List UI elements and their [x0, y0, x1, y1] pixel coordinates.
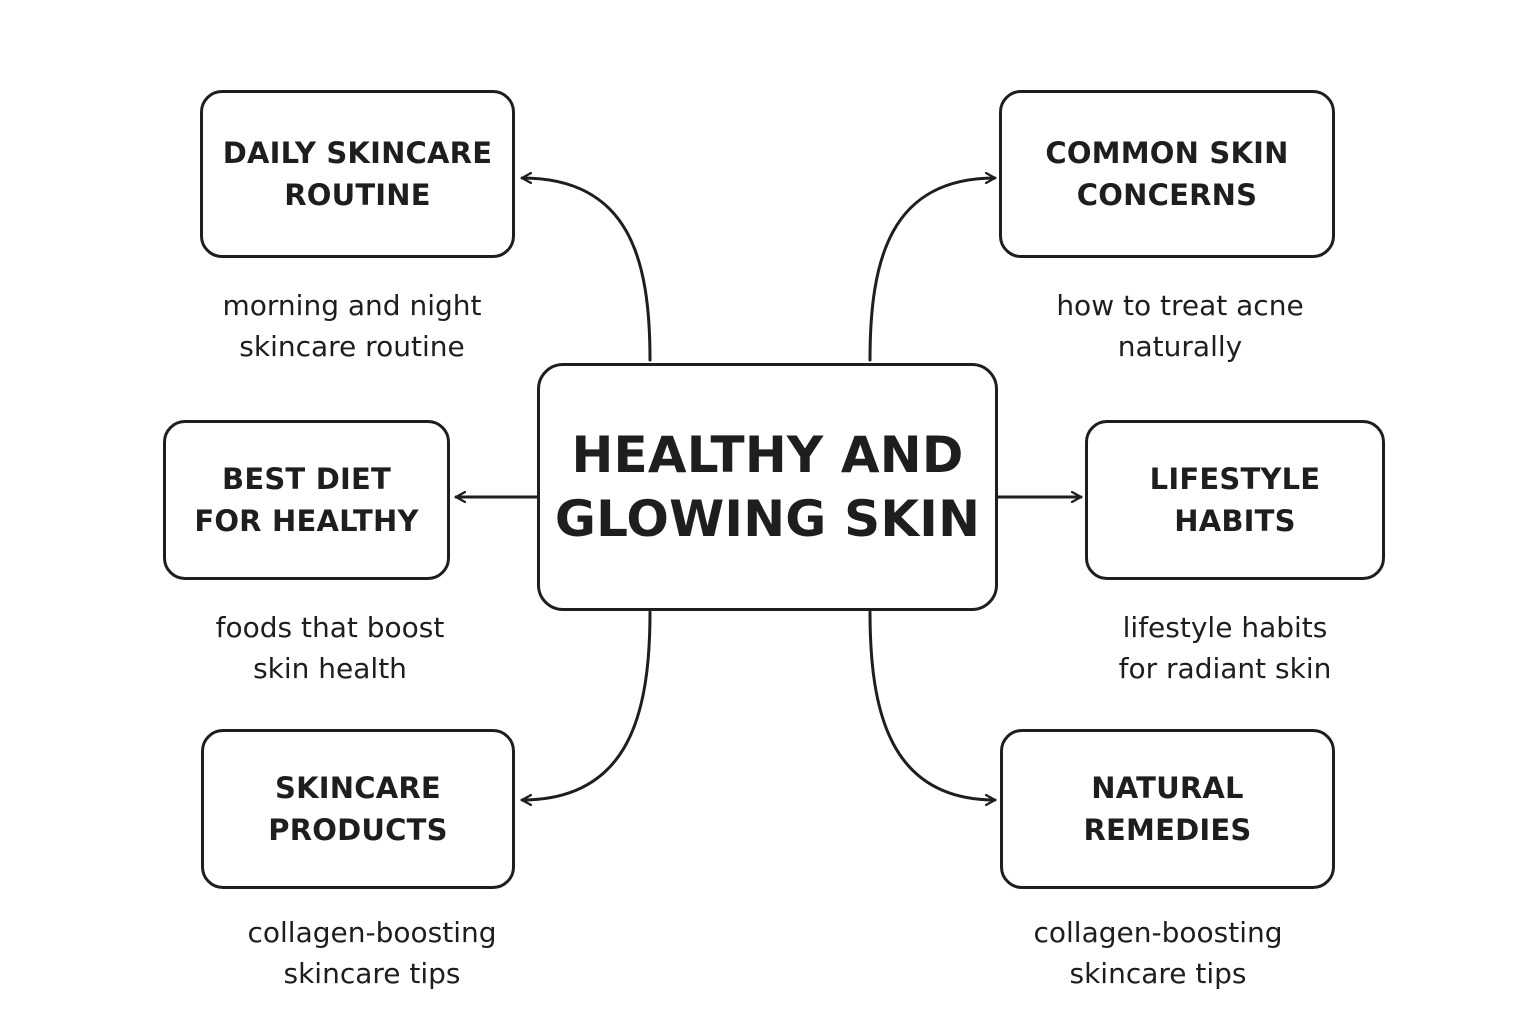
- node-title: LIFESTYLE HABITS: [1149, 462, 1321, 538]
- node-title: DAILY SKINCARE ROUTINE: [222, 136, 493, 212]
- node-caption: foods that boost skin health: [215, 611, 445, 685]
- node-title: SKINCARE PRODUCTS: [268, 771, 448, 847]
- node-caption: morning and night skincare routine: [222, 289, 482, 363]
- node-common-skin-concerns: COMMON SKIN CONCERNS: [999, 90, 1335, 258]
- node-caption: collagen-boosting skincare tips: [1033, 916, 1283, 990]
- node-daily-skincare-routine: DAILY SKINCARE ROUTINE: [200, 90, 515, 258]
- node-best-diet: BEST DIET FOR HEALTHY: [163, 420, 450, 580]
- connector-to-skincare-products: [520, 610, 652, 800]
- node-title: NATURAL REMEDIES: [1083, 771, 1252, 847]
- node-skincare-products: SKINCARE PRODUCTS: [201, 729, 515, 889]
- center-node: HEALTHY AND GLOWING SKIN: [537, 363, 998, 611]
- node-caption: collagen-boosting skincare tips: [247, 916, 497, 990]
- connector-to-daily-skincare-routine: [520, 178, 652, 362]
- connector-to-natural-remedies: [868, 610, 997, 800]
- node-title: COMMON SKIN CONCERNS: [1045, 136, 1289, 212]
- node-natural-remedies: NATURAL REMEDIES: [1000, 729, 1335, 889]
- node-lifestyle-habits: LIFESTYLE HABITS: [1085, 420, 1385, 580]
- center-node-title: HEALTHY AND GLOWING SKIN: [554, 426, 981, 548]
- node-caption: how to treat acne naturally: [1056, 289, 1304, 363]
- node-caption: lifestyle habits for radiant skin: [1118, 611, 1332, 685]
- node-title: BEST DIET FOR HEALTHY: [194, 462, 419, 538]
- connector-to-common-skin-concerns: [868, 178, 997, 362]
